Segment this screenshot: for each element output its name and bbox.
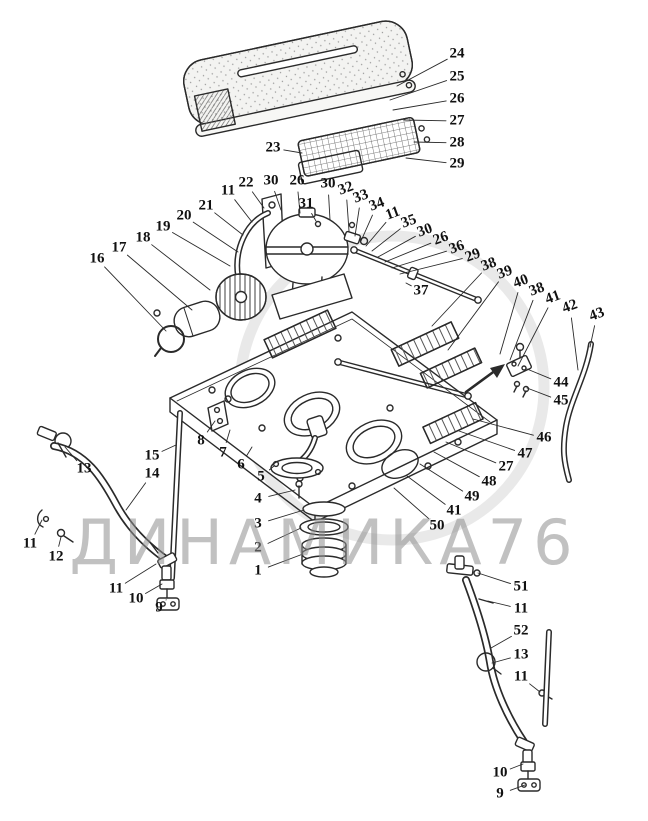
left-hose-assembly [36,410,183,611]
direction-arrow [464,364,505,394]
bellows-wheel [215,273,267,321]
grate-and-frame [297,116,431,185]
right-hose-assembly [446,341,594,792]
linkage-rods [334,246,482,400]
leader-lines [34,58,596,791]
exploded-stack [295,480,349,578]
chamber-assembly [234,193,369,320]
cover-assembly [183,20,416,137]
fastener-details [506,342,532,398]
canister-and-clamp [153,300,221,357]
mounting-platform [169,309,498,523]
drain-elbow [270,415,328,479]
